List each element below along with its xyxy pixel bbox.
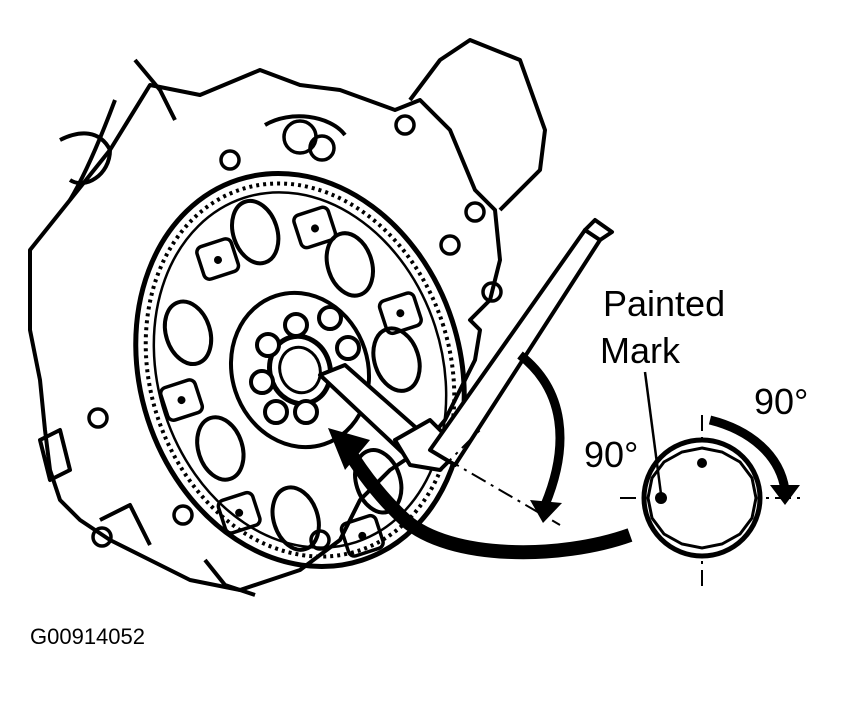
flywheel <box>133 170 467 570</box>
painted-label: Painted <box>603 283 726 324</box>
figure-id: G00914052 <box>30 624 145 649</box>
wrench <box>318 218 614 472</box>
crankshaft-bolts <box>249 305 361 425</box>
mark-label: Mark <box>600 330 680 371</box>
rotation-arrows <box>328 351 800 560</box>
centerlines <box>439 415 800 590</box>
starter-pinion <box>282 119 336 162</box>
housing-bolt-holes <box>87 114 503 551</box>
angle-label-left: 90° <box>584 434 639 475</box>
painted-mark-leader <box>643 371 663 495</box>
engine-housing <box>28 38 547 597</box>
angle-label-right: 90° <box>754 381 809 422</box>
bolt-detail-inset <box>641 437 763 559</box>
